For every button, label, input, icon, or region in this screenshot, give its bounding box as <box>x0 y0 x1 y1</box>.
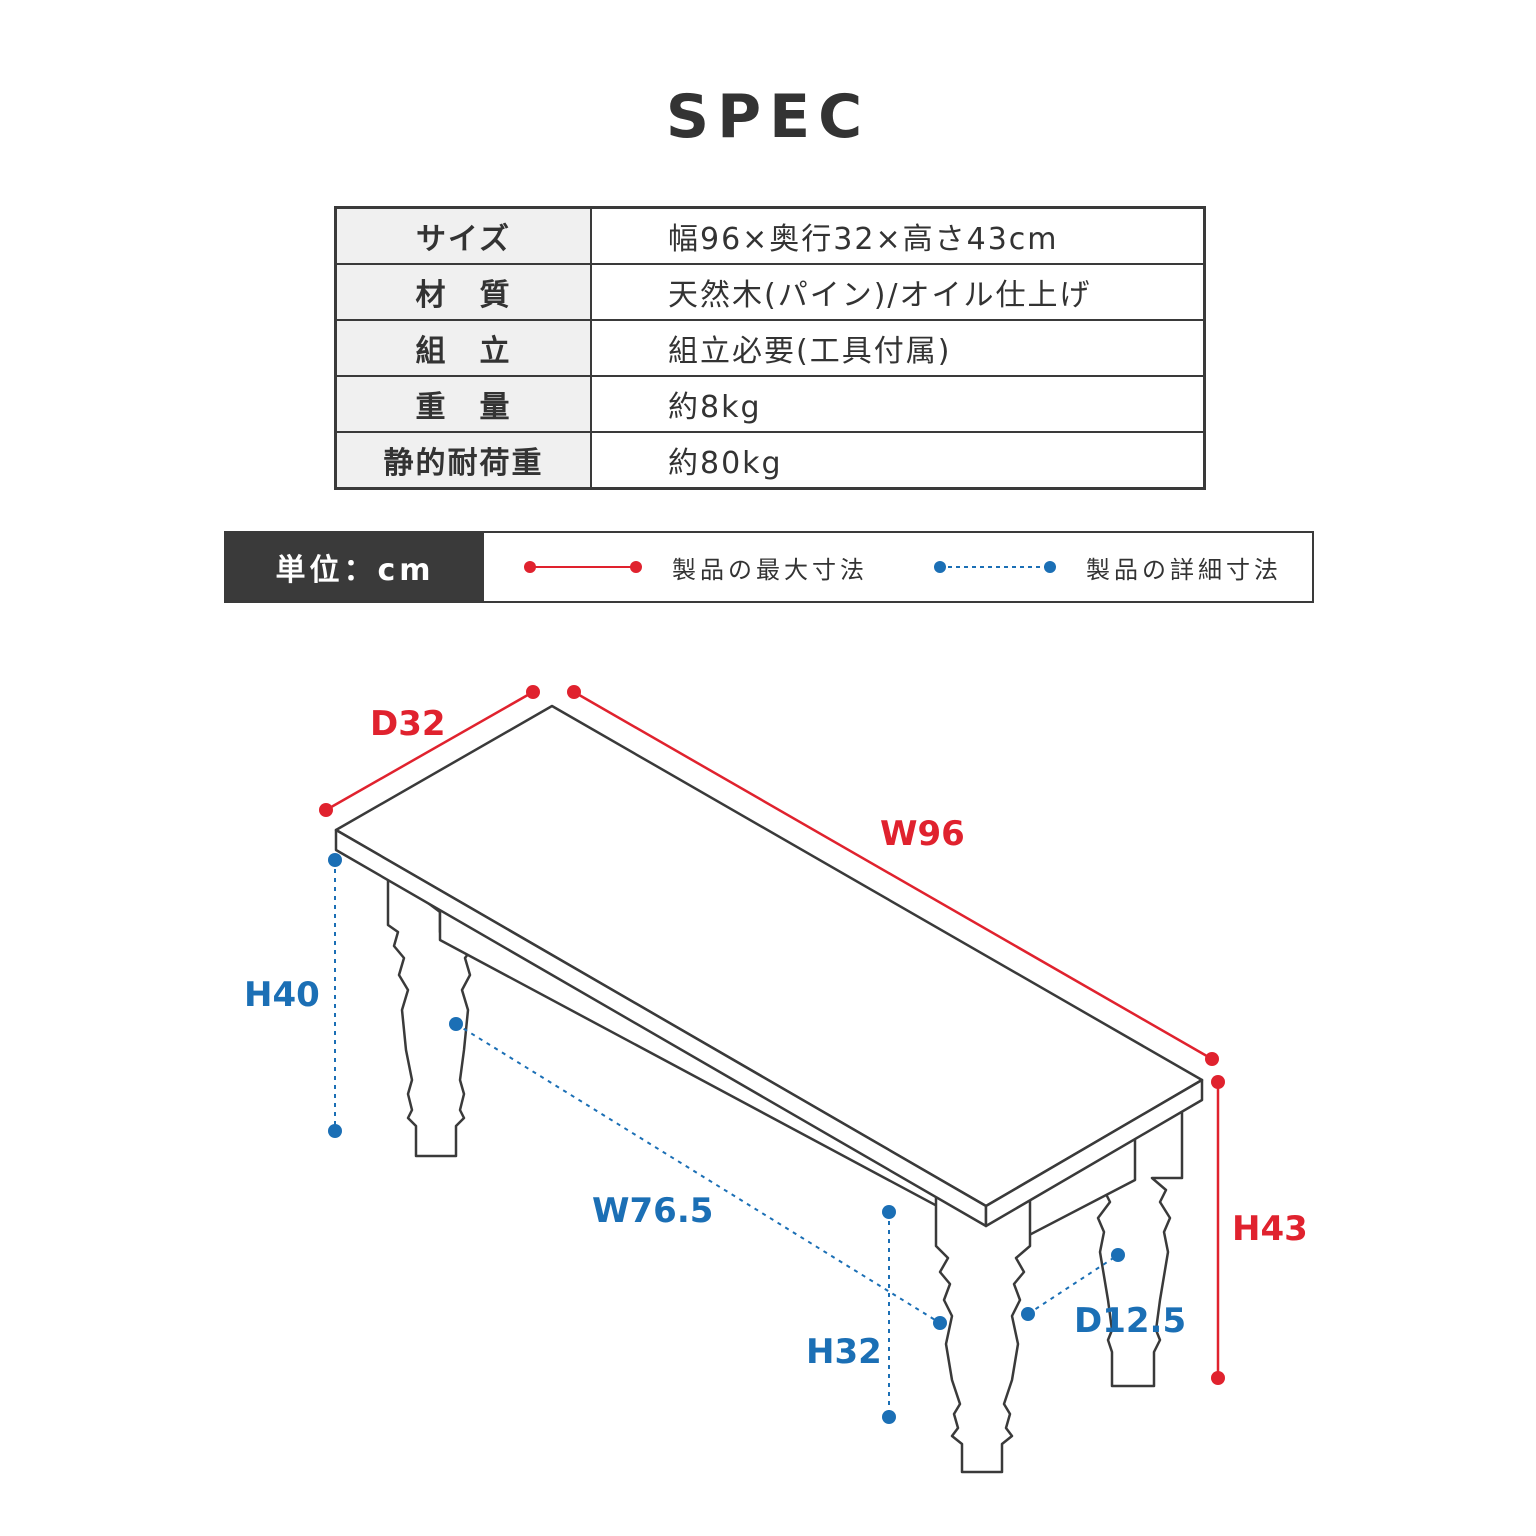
dimension-dot <box>882 1205 896 1219</box>
legend-detail-dimension: 製品の詳細寸法 <box>932 533 1282 601</box>
dimension-dot <box>328 1124 342 1138</box>
spec-key: 重 量 <box>334 375 592 433</box>
table-row: 静的耐荷重 約80kg <box>334 431 1206 490</box>
spec-value: 約80kg <box>590 431 1206 490</box>
dimension-dot <box>319 803 333 817</box>
legend-max-dimension: 製品の最大寸法 <box>522 533 868 601</box>
inner-width-label: W76.5 <box>592 1191 713 1231</box>
dimension-dot <box>1111 1248 1125 1262</box>
dimension-dot <box>1211 1075 1225 1089</box>
spec-table: サイズ 幅96×奥行32×高さ43cm 材 質 天然木(パイン)/オイル仕上げ … <box>334 206 1206 490</box>
spec-value: 幅96×奥行32×高さ43cm <box>590 206 1206 265</box>
spec-key: サイズ <box>334 206 592 265</box>
dimension-dot <box>328 853 342 867</box>
dimension-dot <box>567 685 581 699</box>
dimension-dot <box>933 1316 947 1330</box>
units-legend-bar: 単位：cm 製品の最大寸法 製品の詳細寸法 <box>224 531 1314 603</box>
spec-value: 組立必要(工具付属) <box>590 319 1206 377</box>
dimension-dot <box>526 685 540 699</box>
legend-detail-label: 製品の詳細寸法 <box>1086 555 1282 584</box>
dimension-dot <box>449 1017 463 1031</box>
table-row: サイズ 幅96×奥行32×高さ43cm <box>334 206 1206 265</box>
page-title: SPEC <box>665 82 871 152</box>
seat-height-label: H40 <box>244 975 320 1015</box>
dotted-line-legend-icon <box>934 561 1056 573</box>
spec-value: 天然木(パイン)/オイル仕上げ <box>590 263 1206 321</box>
table-row: 重 量 約8kg <box>334 375 1206 433</box>
dimension-dot <box>1205 1052 1219 1066</box>
bench-seat-edge-side <box>984 1078 1204 1228</box>
solid-line-legend-icon <box>524 561 642 573</box>
unit-label: 単位：cm <box>226 533 484 601</box>
table-row: 組 立 組立必要(工具付属) <box>334 319 1206 377</box>
leg-depth-label: D12.5 <box>1074 1301 1186 1341</box>
dimension-dot <box>1211 1371 1225 1385</box>
bench-illustration <box>334 704 1204 1474</box>
legend-max-label: 製品の最大寸法 <box>672 555 868 584</box>
spec-key: 静的耐荷重 <box>334 431 592 490</box>
front-leg <box>934 1194 1032 1474</box>
detail-dimension-lines <box>328 853 1125 1424</box>
spec-key: 組 立 <box>334 319 592 377</box>
height-max-label: H43 <box>1232 1209 1308 1249</box>
depth-max-label: D32 <box>370 704 446 744</box>
width-max-label: W96 <box>880 814 965 854</box>
spec-key: 材 質 <box>334 263 592 321</box>
table-row: 材 質 天然木(パイン)/オイル仕上げ <box>334 263 1206 321</box>
spec-value: 約8kg <box>590 375 1206 433</box>
leg-height-label: H32 <box>806 1332 882 1372</box>
dimension-dot <box>1021 1307 1035 1321</box>
max-dimension-lines <box>319 685 1225 1385</box>
dimension-dot <box>882 1410 896 1424</box>
